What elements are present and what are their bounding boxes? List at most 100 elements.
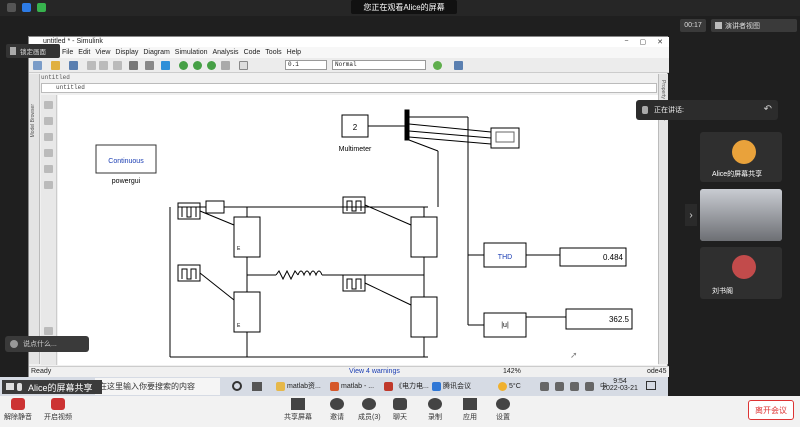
menu-display[interactable]: Display xyxy=(115,49,139,56)
invite-label: 邀请 xyxy=(330,414,344,421)
maximize-icon[interactable]: ▢ xyxy=(639,39,647,46)
taskbar-item[interactable]: 腾讯会议 xyxy=(432,378,471,395)
model-config-icon[interactable] xyxy=(161,61,170,70)
unmute-button[interactable]: 解除静音 xyxy=(4,398,32,422)
record-button[interactable]: 录制 xyxy=(428,398,442,422)
fit-view-icon[interactable] xyxy=(44,117,53,125)
task-label: matlab - ... xyxy=(341,383,375,390)
taskbar-item[interactable]: matlab - ... xyxy=(330,378,374,395)
menu-analysis[interactable]: Analysis xyxy=(212,49,239,56)
tray-icon[interactable] xyxy=(585,382,594,391)
chat-button[interactable]: 聊天 xyxy=(393,398,407,422)
invite-button[interactable]: 邀请 xyxy=(330,398,344,422)
check-icon[interactable] xyxy=(433,61,442,70)
presenter-name: Alice的屏幕共享 xyxy=(28,382,93,393)
new-model-icon[interactable] xyxy=(33,61,42,70)
video-button[interactable]: 开启视频 xyxy=(44,398,72,422)
settings-gear-icon[interactable] xyxy=(145,61,154,70)
area-icon[interactable] xyxy=(44,165,53,173)
igbt-3 xyxy=(410,216,438,258)
leave-meeting-button[interactable]: 离开会议 xyxy=(748,400,794,420)
forward-icon[interactable] xyxy=(99,61,108,70)
image-icon[interactable] xyxy=(44,149,53,157)
undo-icon[interactable]: ↶ xyxy=(763,104,772,115)
notification-icon[interactable] xyxy=(646,381,656,390)
simulation-mode-select[interactable]: Normal xyxy=(332,60,426,70)
panel-toggle-icon[interactable] xyxy=(44,327,53,335)
abs-block xyxy=(483,312,527,338)
shield-icon[interactable] xyxy=(22,3,31,12)
pin-icon xyxy=(10,47,16,55)
back-icon[interactable] xyxy=(87,61,96,70)
close-icon[interactable]: ✕ xyxy=(657,39,663,46)
open-icon[interactable] xyxy=(51,61,60,70)
model-tab[interactable]: untitled xyxy=(41,74,70,81)
taskbar-item[interactable]: matlab资... xyxy=(276,378,321,395)
igbt-e-label-2: E xyxy=(237,323,241,329)
participant-tile-photo[interactable] xyxy=(700,189,782,241)
menu-file[interactable]: File xyxy=(62,49,74,56)
apps-button[interactable]: 应用 xyxy=(463,398,477,422)
display-rms xyxy=(565,308,633,330)
chat-hint-text: 说点什么... xyxy=(23,341,57,348)
select-icon[interactable] xyxy=(44,181,53,189)
menu-simulation[interactable]: Simulation xyxy=(174,49,208,56)
abs-label: |u| xyxy=(501,322,509,329)
taskbar-clock[interactable]: 9:54 2022-03-21 xyxy=(600,378,640,392)
task-view-icon[interactable] xyxy=(232,381,242,391)
annotation-icon[interactable] xyxy=(44,133,53,141)
menu-edit[interactable]: Edit xyxy=(78,49,91,56)
step-forward-icon[interactable] xyxy=(207,61,216,70)
settings-button[interactable]: 设置 xyxy=(496,398,510,422)
presenter-label: Alice的屏幕共享 xyxy=(2,380,102,394)
taskbar-search[interactable]: 在这里输入你要搜索的内容 xyxy=(95,378,220,395)
weather[interactable]: 5°C xyxy=(498,378,521,395)
chat-hint[interactable]: 说点什么... xyxy=(5,336,89,352)
dc-voltage-block xyxy=(205,200,225,214)
tray-icon[interactable] xyxy=(540,382,549,391)
display-rms-value: 362.5 xyxy=(609,315,630,324)
members-button[interactable]: 成员(3) xyxy=(358,398,381,422)
task-grid-icon[interactable] xyxy=(252,382,262,391)
model-browser-strip[interactable]: Model Browser xyxy=(29,74,40,364)
menu-code[interactable]: Code xyxy=(243,49,261,56)
menu-view[interactable]: View xyxy=(95,49,111,56)
pdf-icon xyxy=(384,382,393,391)
info-icon[interactable] xyxy=(7,3,16,12)
share-screen-button[interactable]: 共享屏幕 xyxy=(284,398,312,422)
participant-tile[interactable]: Alice的屏幕共享 xyxy=(700,132,782,182)
view-mode-button[interactable]: 演讲者视图 xyxy=(711,19,797,32)
bars-icon[interactable] xyxy=(454,61,463,70)
status-zoom: 142% xyxy=(503,368,521,375)
up-icon[interactable] xyxy=(113,61,122,70)
signal-icon[interactable] xyxy=(37,3,46,12)
powergui-label: powergui xyxy=(112,178,141,185)
tray-icon[interactable] xyxy=(555,382,564,391)
minimize-icon[interactable]: − xyxy=(624,38,629,45)
save-icon[interactable] xyxy=(69,61,78,70)
zoom-in-icon[interactable] xyxy=(44,101,53,109)
menu-tools[interactable]: Tools xyxy=(265,49,282,56)
scope-icon[interactable] xyxy=(239,61,248,70)
apps-icon xyxy=(463,398,477,410)
participant-tile[interactable]: 刘书阁 xyxy=(700,247,782,299)
run-icon[interactable] xyxy=(193,61,202,70)
status-warnings-link[interactable]: View 4 warnings xyxy=(349,368,400,375)
view-mode-label: 演讲者视图 xyxy=(725,22,760,30)
stop-icon[interactable] xyxy=(221,61,230,70)
menu-help[interactable]: Help xyxy=(286,49,302,56)
lock-screen-button[interactable]: 锁定画面 xyxy=(6,44,60,58)
ime-indicator[interactable]: 中 xyxy=(600,383,607,390)
model-canvas[interactable]: Continuous powergui 2 Multimeter THD |u|… xyxy=(58,95,658,365)
tray-icon[interactable] xyxy=(570,382,579,391)
library-icon[interactable] xyxy=(129,61,138,70)
panel-collapse-button[interactable]: › xyxy=(685,204,697,226)
menu-diagram[interactable]: Diagram xyxy=(143,49,170,56)
sharing-banner: 您正在观看Alice的屏幕 xyxy=(351,0,457,14)
powergui-block xyxy=(95,144,157,174)
constant-value: 2 xyxy=(353,123,358,132)
taskbar-item[interactable]: 《电力电... xyxy=(384,378,429,395)
step-back-icon[interactable] xyxy=(179,61,188,70)
address-bar[interactable]: untitled xyxy=(41,83,657,93)
stop-time-input[interactable]: 0.1 xyxy=(285,60,327,70)
